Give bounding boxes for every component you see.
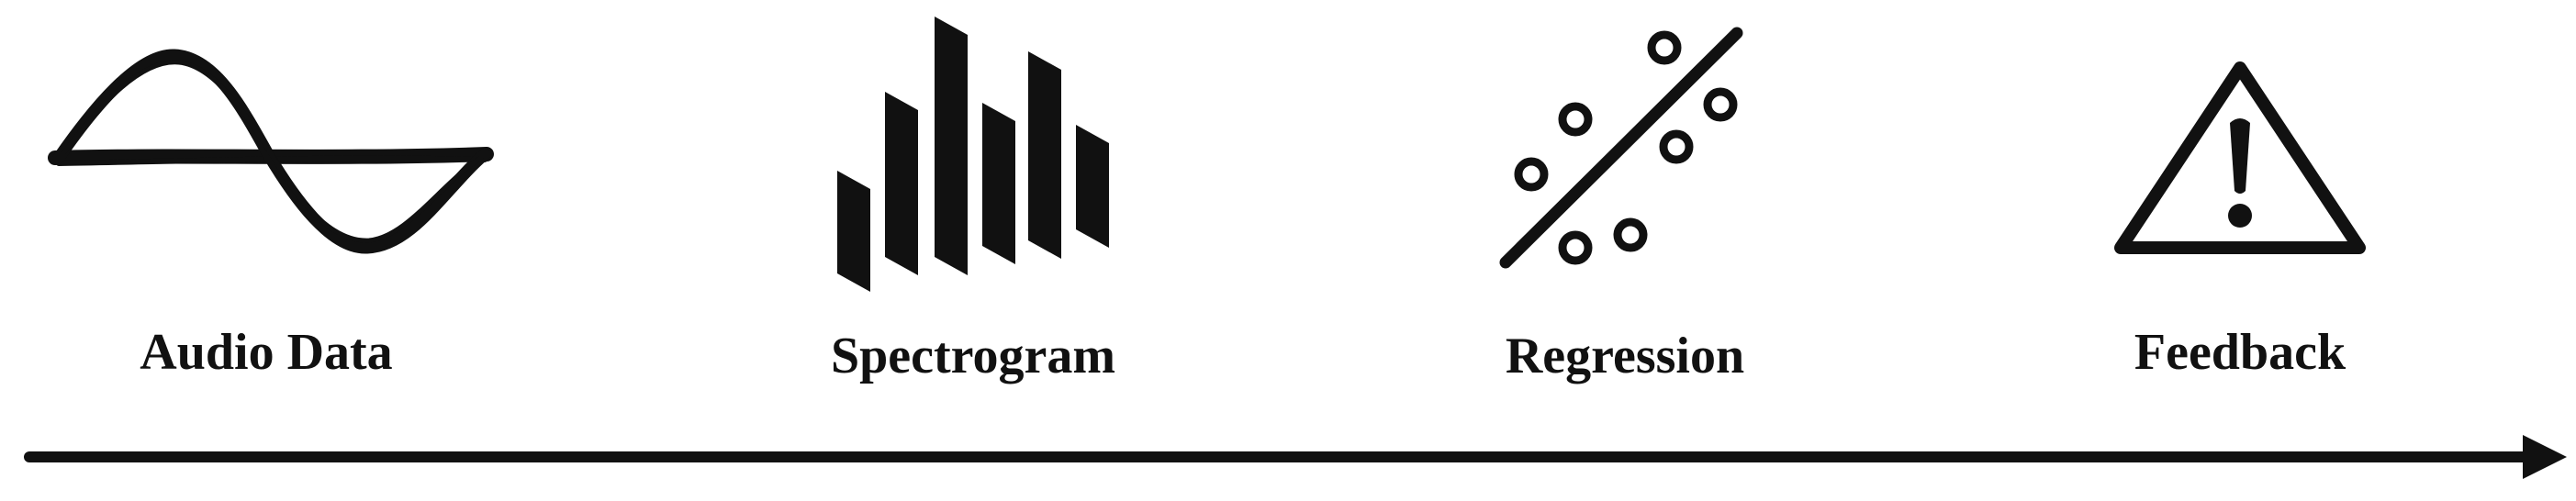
spectrogram-bars-icon: [734, 0, 1212, 303]
warning-graphic: [2114, 61, 2366, 254]
step-label: Feedback: [2134, 324, 2346, 381]
spectrogram-graphic: [837, 17, 1109, 292]
step-label: Audio Data: [140, 324, 393, 381]
sine-wave-graphic: [48, 49, 494, 254]
sine-wave-icon: [28, 0, 505, 303]
step-label: Spectrogram: [831, 328, 1115, 384]
warning-triangle-icon: [2001, 0, 2479, 303]
regression-graphic: [1499, 27, 1743, 269]
step-label: Regression: [1505, 328, 1745, 384]
regression-scatter-icon: [1386, 0, 1864, 303]
step-regression: Regression: [1386, 0, 1864, 404]
step-feedback: Feedback: [2001, 0, 2479, 404]
step-audio-data: Audio Data: [28, 0, 505, 404]
step-spectrogram: Spectrogram: [734, 0, 1212, 404]
